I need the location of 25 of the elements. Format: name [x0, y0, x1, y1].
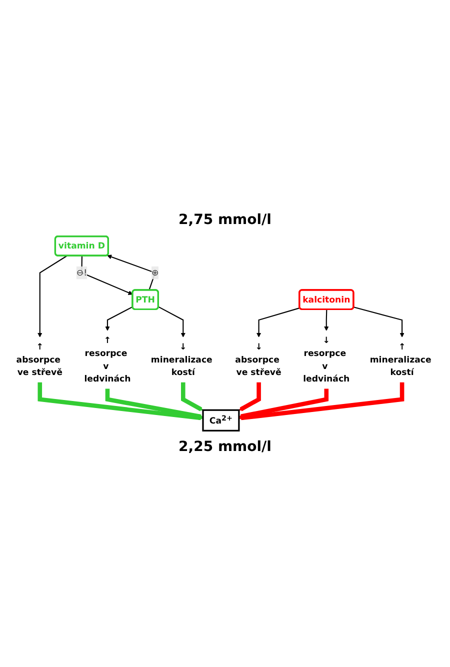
arrow — [81, 256, 133, 295]
arrow — [105, 306, 133, 331]
arrow — [180, 382, 204, 412]
node-text: ↓ resorpce v ledvinách — [303, 335, 350, 384]
node-text: ↑ mineralizace kostí — [370, 341, 432, 378]
arrow — [238, 382, 404, 420]
arrow — [256, 307, 300, 338]
edge-label: ⊖! — [76, 267, 88, 278]
edge-label: ⊕ — [152, 267, 159, 278]
node-text: ↓ absorpce ve střevě — [235, 341, 282, 378]
arrow — [158, 306, 186, 338]
arrow — [105, 388, 204, 419]
node-text: ↓ mineralizace kostí — [150, 341, 212, 378]
arrow — [238, 382, 261, 412]
arrow — [238, 388, 329, 418]
node-text: ↑ resorpce v ledvinách — [84, 335, 131, 384]
node-text: ↑ absorpce ve střevě — [16, 341, 62, 378]
node-box: Ca$^{2+}$ — [202, 409, 240, 432]
arrow — [354, 306, 404, 338]
arrow — [38, 255, 68, 338]
level-label: 2,75 mmol/l — [178, 212, 272, 228]
arrow — [324, 310, 329, 331]
arrow — [107, 254, 156, 290]
arrow — [38, 382, 204, 420]
level-label: 2,25 mmol/l — [178, 438, 272, 455]
